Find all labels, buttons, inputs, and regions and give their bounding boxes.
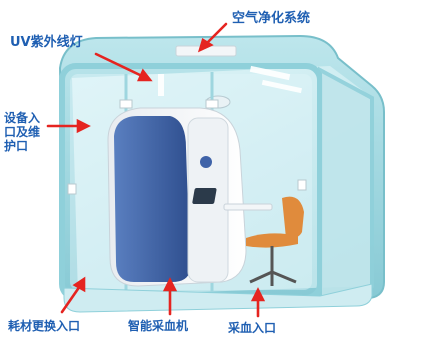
label-consumables-entry: 耗材更换入口: [8, 319, 81, 333]
machine-sensor: [200, 156, 212, 168]
hinge-5: [67, 183, 77, 195]
machine-screen: [192, 188, 217, 204]
hinge-6: [297, 179, 307, 191]
ceiling-light-2: [249, 65, 291, 81]
label-smart-sampler: 智能采血机: [128, 319, 189, 333]
arrow-air-purification: [204, 22, 228, 46]
chair-back: [282, 196, 304, 239]
label-equipment-entry: 设备入口及维护口: [4, 111, 41, 153]
hinge-1: [119, 99, 133, 109]
arrow-consumables-entry: [60, 284, 82, 314]
chair-leg-2: [271, 270, 297, 284]
ceiling-light-3: [261, 79, 302, 94]
chair-leg-1: [249, 270, 273, 284]
label-air-purification: 空气净化系统: [232, 11, 311, 26]
arrow-uv-lamp: [94, 52, 144, 78]
chair-seat: [246, 233, 298, 248]
machine-counter: [223, 203, 273, 211]
annotation-arrows: [46, 22, 266, 318]
hinge-3: [205, 99, 219, 109]
booth-floor: [63, 283, 373, 313]
machine-front-panel: [114, 116, 190, 282]
label-uv-lamp: UV紫外线灯: [10, 35, 83, 50]
ceiling-light-1: [158, 74, 164, 96]
label-blood-entry: 采血入口: [228, 321, 277, 335]
booth-right-side: [318, 66, 374, 301]
